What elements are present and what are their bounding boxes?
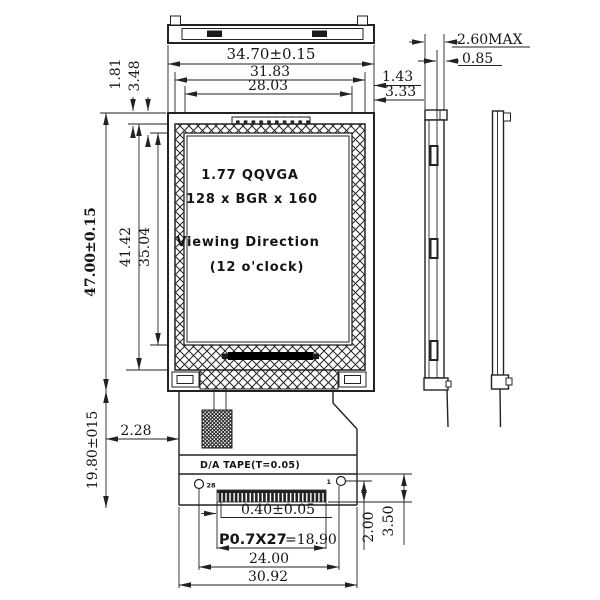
tail-right-chamfer (332, 402, 358, 430)
fpc-tail: D/A TAPE(T=0.05) 28 1 (178, 389, 358, 506)
dim-pin-width: 0.40±0.05 (241, 502, 315, 518)
black-bar (228, 352, 313, 360)
display-resolution-label: 128 x BGR x 160 (186, 192, 318, 207)
side1-bezel-tab-top (429, 145, 439, 166)
top-view-inner-frame (181, 28, 364, 40)
stiffener-pad (201, 409, 233, 449)
top-view (167, 15, 375, 44)
top-view-left-bump (170, 15, 181, 26)
dim-active-height: 35.04 (137, 227, 153, 267)
side1-foot (423, 377, 449, 391)
left-dimensions: 47.00±0.15 41.42 35.04 19.80±015 2.28 (83, 113, 184, 508)
side1-top-cap (424, 109, 448, 121)
dim-pin-length: 2.00 (361, 511, 377, 542)
side1-fpc-line (446, 389, 449, 428)
dim-pitch-result: =18.90 (285, 532, 337, 548)
dim-hole-offset: 3.50 (381, 505, 397, 536)
left-top-dimensions: 1.81 3.48 (100, 58, 166, 147)
dim-overall-height: 47.00±0.15 (83, 207, 99, 297)
side2-foot-bump (505, 377, 513, 386)
bottom-tab-right-slot (344, 375, 361, 384)
top-dimensions: 34.70±0.15 31.83 28.03 1.43 3.33 (167, 45, 424, 123)
top-bezel-teeth (231, 116, 311, 125)
bottom-hatched-band (199, 369, 339, 390)
side2-fpc-line (499, 388, 502, 428)
display-size-label: 1.77 QQVGA (201, 168, 299, 183)
backlight-contact-left (222, 353, 228, 359)
dim-stiffener-offset: 2.28 (120, 423, 151, 439)
active-area-outer (183, 132, 353, 346)
front-view: 1.77 QQVGA 128 x BGR x 160 Viewing Direc… (167, 112, 375, 392)
side1-bezel-tab-mid (429, 238, 439, 259)
active-area-inner (186, 135, 350, 343)
display-viewing-label: Viewing Direction (176, 235, 319, 250)
side1-bezel-tab-bottom (429, 340, 439, 361)
dim-thickness-max: 2.60MAX (457, 32, 523, 48)
side-dimensions: 2.60MAX 0.85 (409, 32, 530, 119)
dim-right-offset-small: 1.43 (382, 69, 413, 85)
dim-left-offset-small: 1.81 (108, 58, 124, 89)
alignment-hole-right (335, 475, 347, 487)
dim-tail-width: 30.92 (248, 569, 288, 585)
dim-tail-length: 19.80±015 (85, 411, 101, 490)
dim-left-offset-large: 3.48 (127, 60, 143, 91)
connector-pin-bus (217, 490, 326, 493)
side-view-right (490, 110, 513, 428)
dim-hole-span: 24.00 (249, 551, 289, 567)
display-clock-label: (12 o'clock) (210, 260, 304, 275)
top-view-right-bump (357, 15, 368, 26)
side-view-left (423, 109, 452, 428)
side1-foot-bump (445, 380, 452, 388)
side2-body (491, 110, 505, 378)
dim-right-offset-large: 3.33 (385, 84, 416, 100)
dim-overall-width: 34.70±0.15 (227, 45, 316, 63)
da-tape-label: D/A TAPE(T=0.05) (200, 460, 300, 471)
dim-pitch-formula: P0.7X27 (219, 532, 287, 548)
dim-active-width: 28.03 (248, 78, 288, 94)
side2-top-bump (503, 112, 511, 122)
alignment-hole-left (193, 478, 205, 490)
pin-last-label: 28 (207, 482, 217, 490)
bottom-tab-left-slot (176, 375, 194, 384)
dim-glass-thickness: 0.85 (462, 51, 493, 67)
pin-first-label: 1 (326, 478, 331, 486)
bottom-dimensions: 0.40±0.05 P0.7X27 =18.90 24.00 30.92 2.0… (178, 473, 412, 588)
dim-glass-width: 31.83 (250, 64, 290, 80)
dim-glass-height: 41.42 (118, 227, 134, 267)
backlight-contact-right (313, 353, 319, 359)
